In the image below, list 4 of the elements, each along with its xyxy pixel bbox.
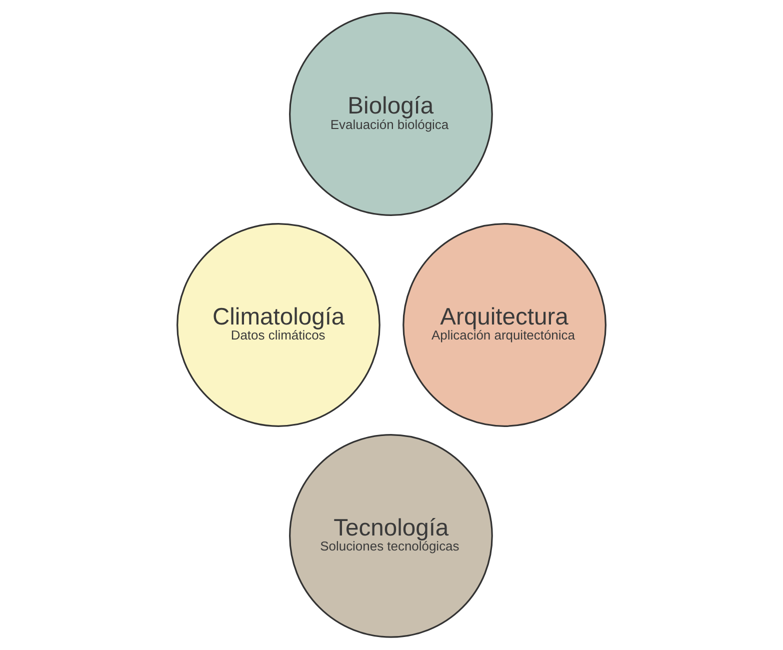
node-circle: Biología Evaluación biológica [289, 12, 493, 216]
node-circle: Arquitectura Aplicación arquitectónica [402, 223, 606, 427]
node-circle: Climatología Datos climáticos [176, 223, 380, 427]
node-circle: Tecnología Soluciones tecnológicas [289, 434, 493, 638]
